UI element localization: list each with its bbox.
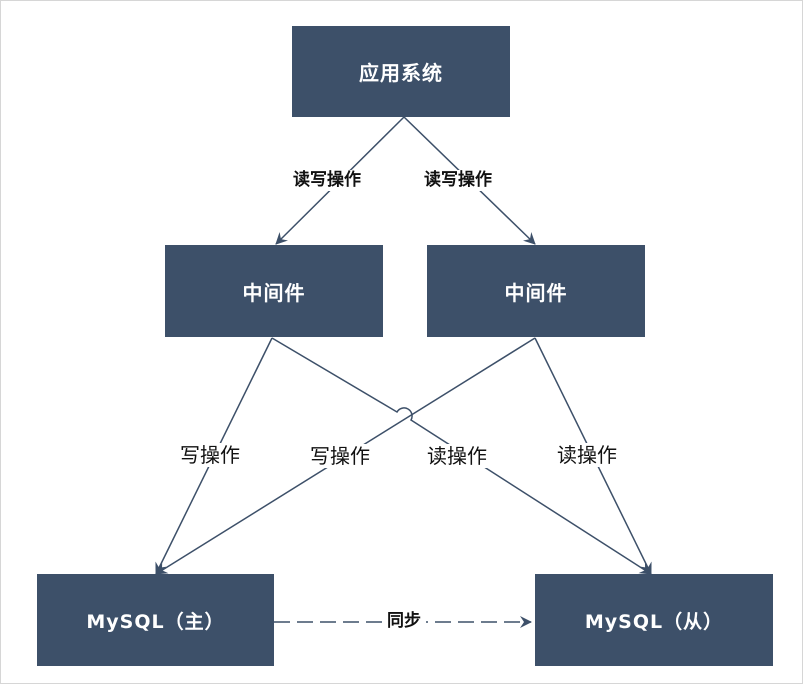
node-middleware-left: 中间件 [165,245,383,337]
label-left-to-master: 写操作 [178,443,242,467]
node-mysql-master: MySQL（主） [37,574,274,666]
label-right-to-master: 写操作 [308,444,372,468]
label-app-to-left: 读写操作 [292,170,362,191]
label-sync: 同步 [382,611,426,632]
label-left-to-slave: 读操作 [425,444,489,468]
label-right-to-slave: 读操作 [555,443,619,467]
label-app-to-right: 读写操作 [423,170,493,191]
edge-left-middleware-to-slave [271,337,652,575]
node-app-system: 应用系统 [292,26,510,117]
node-middleware-right: 中间件 [427,245,645,337]
node-mysql-slave: MySQL（从） [535,574,773,666]
